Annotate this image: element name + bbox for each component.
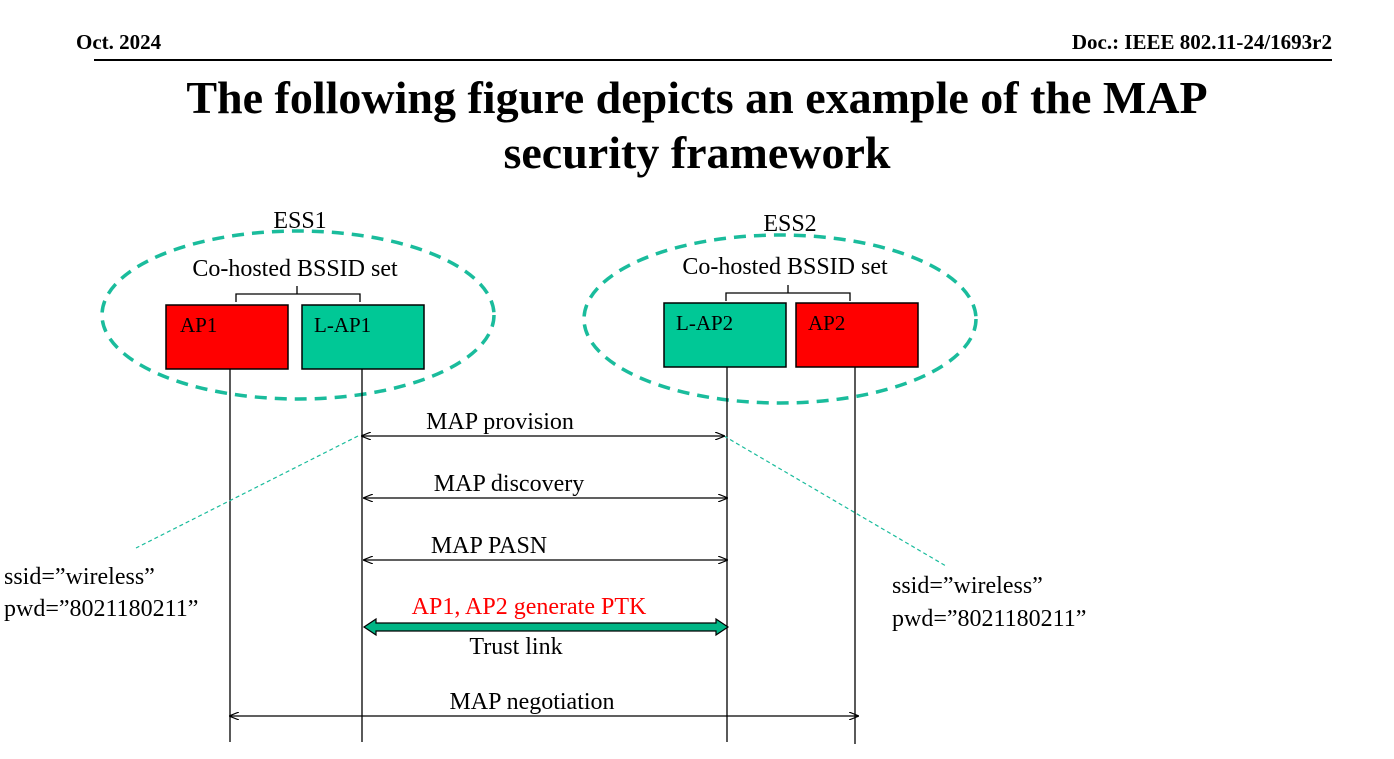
- ess1-bracket: [235, 286, 361, 302]
- ess1-ellipse: [100, 229, 496, 401]
- trust-link-arrow: [362, 617, 730, 637]
- msg-ptk-label: AP1, AP2 generate PTK: [412, 594, 647, 620]
- title-line-2: security framework: [503, 127, 891, 178]
- msg-pasn-label: MAP PASN: [431, 533, 547, 559]
- lap2-label: L-AP2: [676, 311, 733, 335]
- right-callout-line: [723, 435, 947, 567]
- left-note-ssid: ssid=”wireless”: [4, 564, 155, 590]
- ess2-bracket: [725, 285, 851, 301]
- header-rule: [94, 59, 1332, 61]
- msg-provision-label: MAP provision: [426, 409, 574, 435]
- ess2-label: ESS2: [763, 211, 816, 237]
- right-note-ssid: ssid=”wireless”: [892, 573, 1043, 599]
- right-note-pwd: pwd=”8021180211”: [892, 606, 1086, 632]
- msg-discovery-label: MAP discovery: [434, 471, 584, 497]
- left-note-pwd: pwd=”8021180211”: [4, 596, 198, 622]
- msg-trust-label: Trust link: [469, 634, 562, 660]
- ap1-label: AP1: [180, 313, 217, 337]
- header-doc-id: Doc.: IEEE 802.11-24/1693r2: [1071, 30, 1332, 54]
- ess2-ellipse: [582, 233, 978, 405]
- header-date: Oct. 2024: [76, 30, 162, 54]
- lap1-box: [301, 304, 425, 370]
- lap1-label: L-AP1: [314, 313, 371, 337]
- ap1-box: [165, 304, 289, 370]
- ess1-label: ESS1: [273, 208, 326, 234]
- title-line-1: The following figure depicts an example …: [186, 72, 1208, 123]
- ess2-cohosted-label: Co-hosted BSSID set: [682, 254, 888, 280]
- msg-negotiation-label: MAP negotiation: [449, 689, 614, 715]
- lap2-box: [663, 302, 787, 368]
- ap2-box: [795, 302, 919, 368]
- ess1-cohosted-label: Co-hosted BSSID set: [192, 256, 398, 282]
- ap2-label: AP2: [808, 311, 845, 335]
- page-title: The following figure depicts an example …: [0, 70, 1394, 180]
- left-callout-line: [135, 435, 359, 549]
